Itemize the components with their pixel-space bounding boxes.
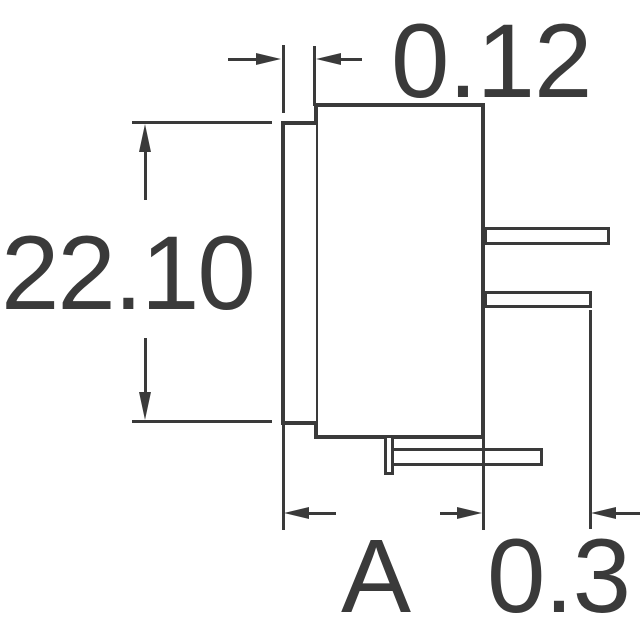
dim-top-arrow-left-tail [228, 57, 260, 61]
dim-top-arrowhead-left [256, 52, 281, 65]
dim-left-arrowhead-down [138, 392, 151, 420]
dim-left-line-upper [143, 150, 147, 200]
component-body-outline [314, 103, 485, 439]
extension-line-flange-left-top [282, 45, 285, 113]
terminal-pin-bottom-lead [391, 448, 543, 466]
extension-line-pin-end-bottom [588, 310, 592, 529]
mounting-flange-outline [281, 121, 316, 425]
terminal-pin-upper [484, 227, 610, 245]
extension-line-flange-bottom-left [132, 420, 272, 423]
dim-top-arrowhead-right [316, 52, 341, 65]
dim-label-bottom-03: 0.3 [487, 518, 631, 635]
dim-A-arrow-right-tail [440, 511, 458, 515]
extension-line-flange-left-bottom [282, 425, 285, 530]
dim-label-left-height: 22.10 [1, 215, 256, 332]
dim-03-arrow-right-tail [613, 511, 640, 515]
extension-line-flange-top-left [132, 121, 272, 124]
dim-A-arrow-left-tail [306, 511, 336, 515]
dim-top-arrow-right-tail [338, 57, 362, 61]
extension-line-body-right-bottom [482, 439, 485, 530]
terminal-pin-middle [484, 291, 592, 308]
extension-line-body-left-top [313, 46, 316, 106]
dim-A-arrowhead-right [456, 506, 482, 519]
dim-label-top-width: 0.12 [391, 3, 592, 120]
dim-label-bottom-A: A [341, 518, 412, 635]
dim-A-arrowhead-left [284, 506, 309, 519]
dim-left-arrowhead-up [138, 124, 151, 152]
dim-left-line-lower [143, 338, 147, 394]
dim-03-arrowhead-right [591, 506, 616, 519]
